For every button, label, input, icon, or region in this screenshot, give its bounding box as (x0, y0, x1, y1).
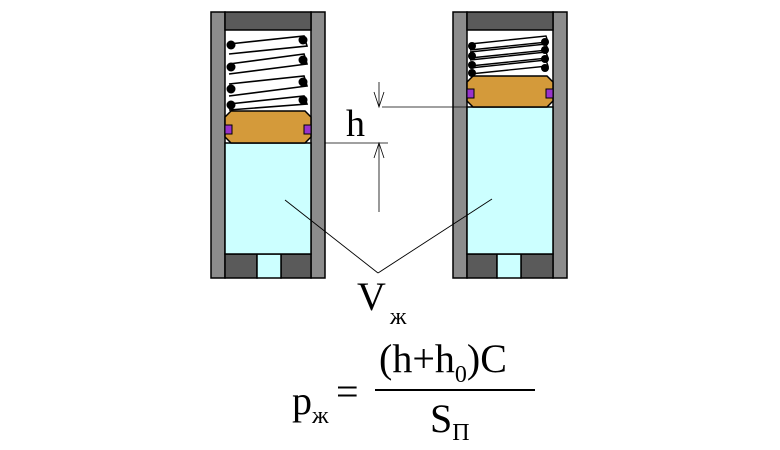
right-piston (466, 75, 554, 108)
left-spring-coils (226, 35, 308, 110)
left-cylinder-port (256, 253, 282, 279)
right-cylinder-port (496, 253, 522, 279)
left-cylinder-liquid (224, 142, 312, 255)
h-arrow-bottom (373, 141, 385, 159)
formula: pж = (h+h0)C SП (292, 336, 535, 446)
right-cylinder-liquid (466, 106, 554, 255)
right-spring (469, 35, 549, 75)
right-cylinder (452, 11, 568, 279)
formula-denominator: SП (430, 396, 470, 446)
left-piston (224, 110, 312, 144)
h-arrow-top (373, 91, 385, 109)
formula-numerator: (h+h0)C (379, 336, 507, 388)
right-cylinder-bottom-cap-left (466, 253, 498, 279)
left-cylinder-left-wall (210, 11, 226, 279)
left-spring (228, 35, 309, 111)
h-label: h (346, 103, 365, 145)
right-piston-seal-left (466, 88, 475, 99)
left-piston-seal-left (224, 124, 233, 135)
formula-equals: = (336, 369, 359, 414)
right-cylinder-top-cap (466, 11, 554, 31)
right-cylinder-left-wall (452, 11, 468, 279)
left-cylinder-right-wall (310, 11, 326, 279)
formula-lhs: pж (292, 378, 329, 429)
left-cylinder-top-cap (224, 11, 312, 31)
right-piston-seal-right (545, 88, 554, 99)
h-dimension (325, 82, 467, 212)
left-piston-seal-right (303, 124, 312, 135)
right-cylinder-bottom-cap-right (520, 253, 554, 279)
v-leader-lines (284, 198, 493, 274)
right-spring-coils (468, 38, 549, 77)
right-cylinder-right-wall (552, 11, 568, 279)
left-cylinder (210, 11, 326, 279)
left-cylinder-bottom-cap-right (280, 253, 312, 279)
left-cylinder-bottom-cap-left (224, 253, 258, 279)
